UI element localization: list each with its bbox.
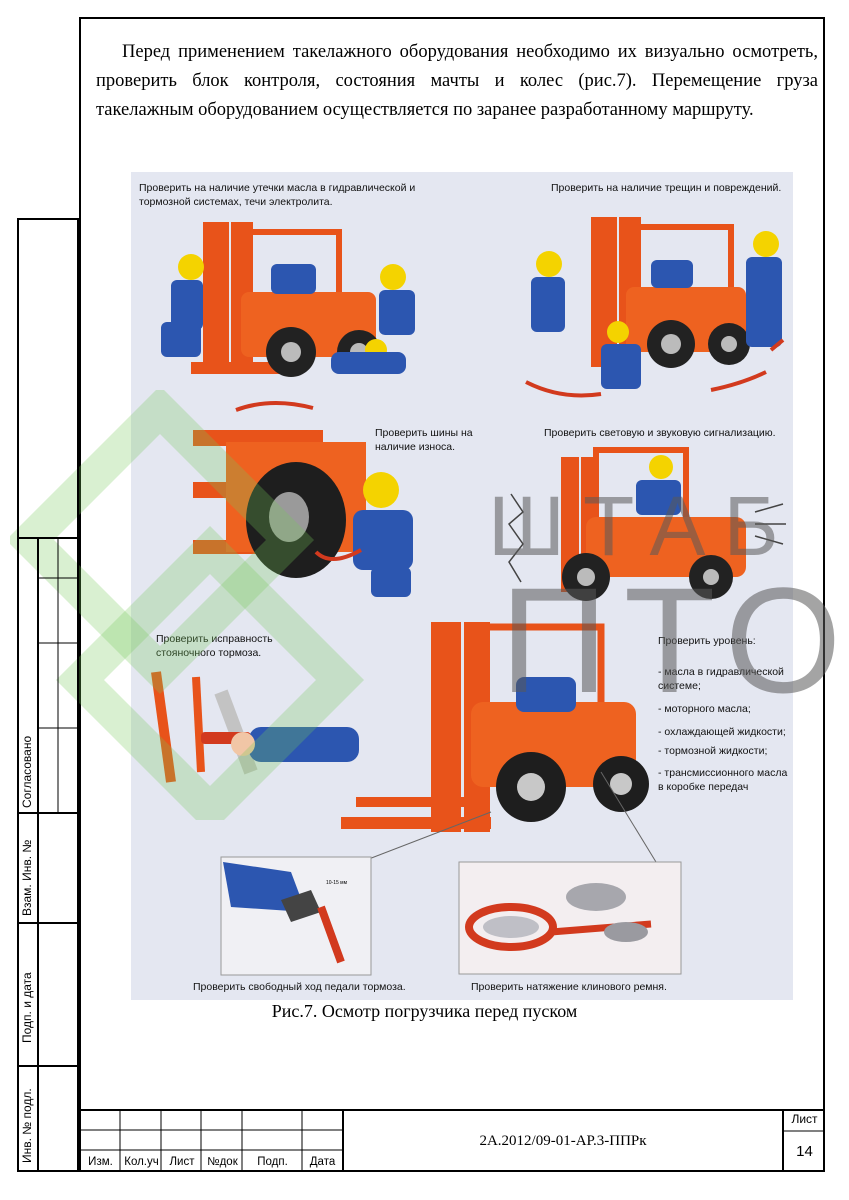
watermark-text-line1: ШТАБ: [488, 479, 797, 573]
label-pedal: Проверить свободный ход педали тормоза.: [193, 981, 406, 993]
sidebar-inv-replace-label: Взам. Инв. №: [20, 839, 34, 916]
scene-parking-brake: [151, 671, 359, 783]
label-level-2: - моторного масла;: [658, 703, 751, 715]
scene-tires: [193, 430, 413, 597]
label-level-3: - охлаждающей жидкости;: [658, 726, 786, 738]
sidebar-agreed-label: Согласовано: [20, 735, 34, 808]
title-block-header-list: Лист: [169, 1156, 195, 1168]
scene-pedal: 10-15 мм: [220, 856, 372, 976]
sheet-label: Лист: [791, 1112, 818, 1126]
title-block-header-koluch: Кол.уч: [124, 1156, 159, 1168]
label-levels-title: Проверить уровень:: [658, 635, 756, 647]
label-parking-brake: Проверить исправность стояночного тормоз…: [156, 633, 273, 659]
sidebar-sign-date-label: Подп. и дата: [20, 972, 34, 1043]
label-oil-leak: Проверить на наличие утечки масла в гидр…: [139, 182, 416, 208]
sheet-number: 14: [796, 1143, 813, 1160]
sidebar-inv-orig-label: Инв. № подл.: [20, 1088, 34, 1163]
watermark-logo-icon: [10, 390, 365, 820]
title-block-header-data: Дата: [309, 1156, 336, 1168]
label-level-1: - масла в гидравлической системе;: [658, 666, 784, 692]
scene-belt: [458, 861, 682, 975]
scene-signals: [507, 447, 786, 601]
scene-main-forklift: [341, 622, 657, 863]
scene-oil-leak: [161, 222, 415, 412]
label-level-5: - трансмиссионного масла в коробке перед…: [658, 767, 788, 793]
body-paragraph: Перед применением такелажного оборудован…: [96, 42, 818, 120]
document-code: 2А.2012/09-01-АР.3-ППРк: [479, 1133, 647, 1149]
label-level-4: - тормозной жидкости;: [658, 745, 768, 757]
title-block-header-ndok: №док: [207, 1156, 238, 1168]
scene-cracks: [525, 217, 785, 398]
title-block-grid: [79, 1109, 825, 1172]
sidebar-grid: [17, 218, 79, 1172]
forklift-inspection-figure: 10-15 мм Проверить на наличие утечки мас…: [131, 172, 793, 1000]
watermark-text-line2: ПТО: [500, 556, 849, 724]
label-tires: Проверить шины на наличие износа.: [375, 427, 473, 453]
sidebar-stamp: Согласовано Взам. Инв. № Подп. и дата Ин…: [17, 218, 79, 1172]
title-block-header-podp: Подп.: [257, 1156, 288, 1168]
label-belt: Проверить натяжение клинового ремня.: [471, 981, 667, 993]
figure-caption: Рис.7. Осмотр погрузчика перед пуском: [271, 1001, 578, 1021]
title-block-header-izm: Изм.: [88, 1156, 113, 1168]
pedal-dim-label: 10-15 мм: [326, 880, 348, 886]
forklift-illustration: 10-15 мм: [151, 217, 786, 976]
label-cracks: Проверить на наличие трещин и повреждени…: [551, 182, 782, 194]
label-signals: Проверить световую и звуковую сигнализац…: [544, 427, 776, 439]
